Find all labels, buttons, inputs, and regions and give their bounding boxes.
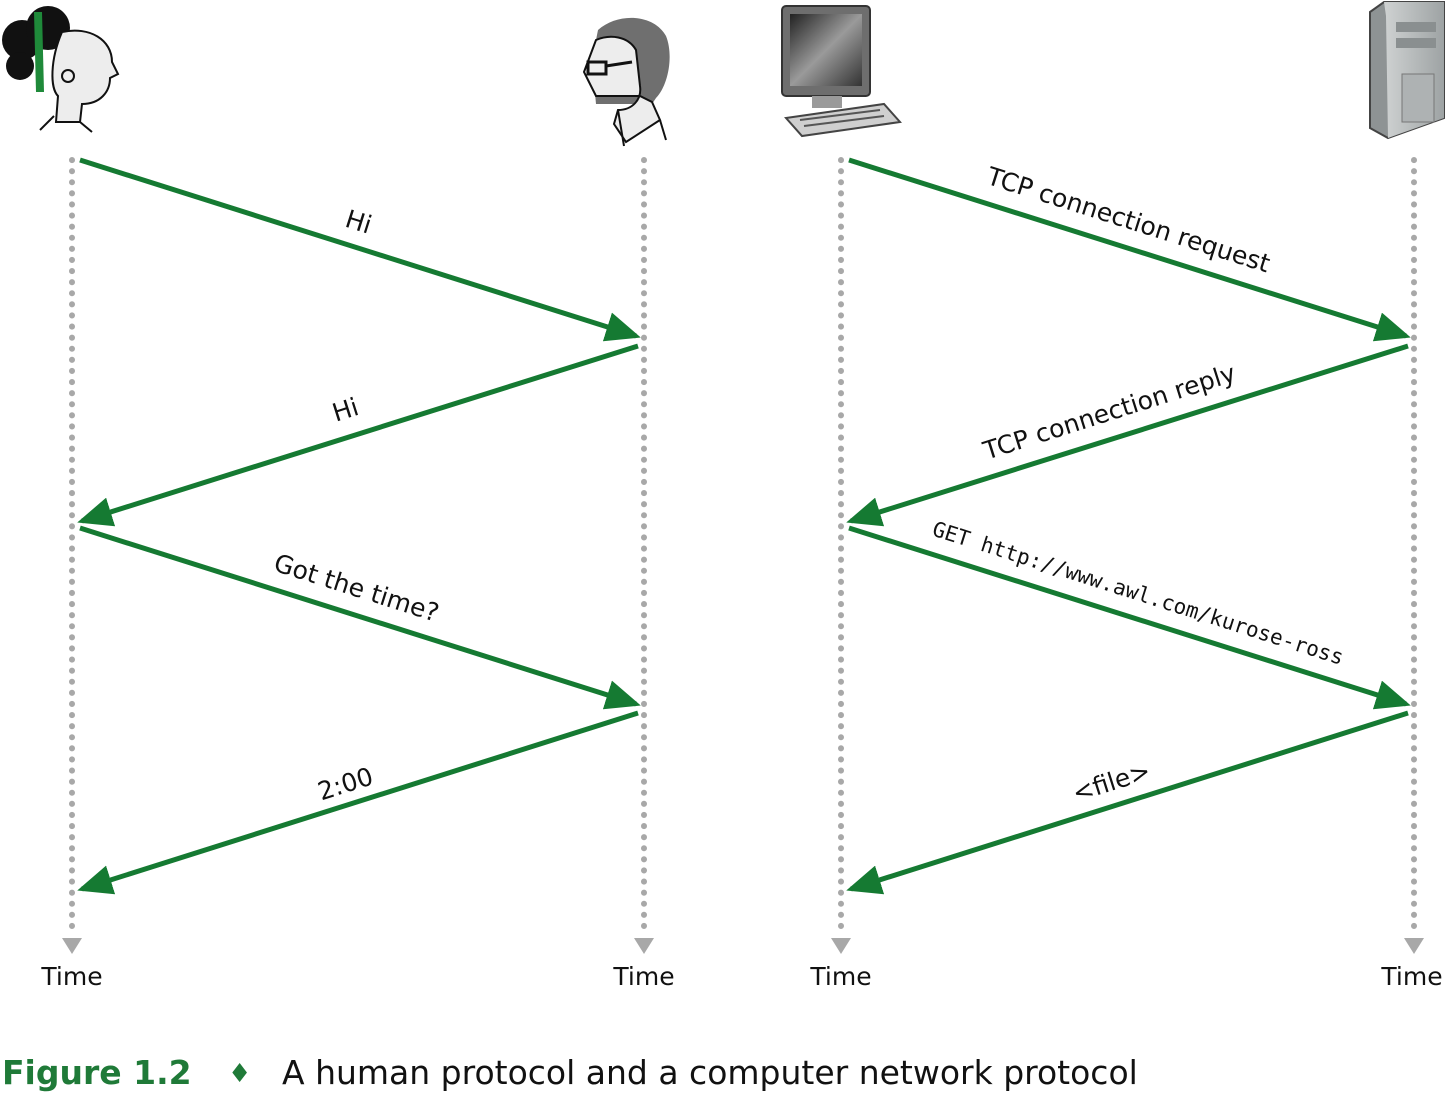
message-label: Hi — [329, 392, 362, 427]
server-tower-icon — [1369, 0, 1445, 140]
woman-icon — [2, 6, 120, 133]
arrow-hi-request — [79, 157, 641, 342]
time-label: Time — [809, 962, 871, 991]
timeline-human-left — [62, 157, 82, 954]
desktop-computer-icon — [781, 5, 902, 138]
figure-number: Figure 1.2 — [2, 1053, 192, 1092]
message-label: TCP connection request — [983, 161, 1274, 278]
time-label: Time — [1380, 962, 1442, 991]
arrow-http-get — [848, 525, 1411, 710]
man-icon — [582, 17, 670, 147]
message-label: <file> — [1069, 756, 1154, 808]
arrow-file-response — [846, 710, 1409, 895]
arrow-time-question — [79, 525, 641, 710]
time-label: Time — [40, 962, 102, 991]
figure-caption: A human protocol and a computer network … — [282, 1053, 1138, 1092]
timeline-computer-right — [1404, 157, 1424, 954]
arrow-tcp-reply — [846, 343, 1409, 527]
arrow-hi-reply — [77, 343, 639, 527]
arrow-tcp-request — [848, 157, 1411, 342]
arrow-time-answer — [77, 710, 639, 895]
timeline-human-right — [634, 157, 654, 954]
message-label: GET http://www.awl.com/kurose-ross — [930, 517, 1347, 670]
caption-bullet: ♦ — [228, 1059, 251, 1089]
message-label: Hi — [342, 204, 375, 239]
timeline-computer-left — [831, 157, 851, 954]
time-label: Time — [612, 962, 674, 991]
